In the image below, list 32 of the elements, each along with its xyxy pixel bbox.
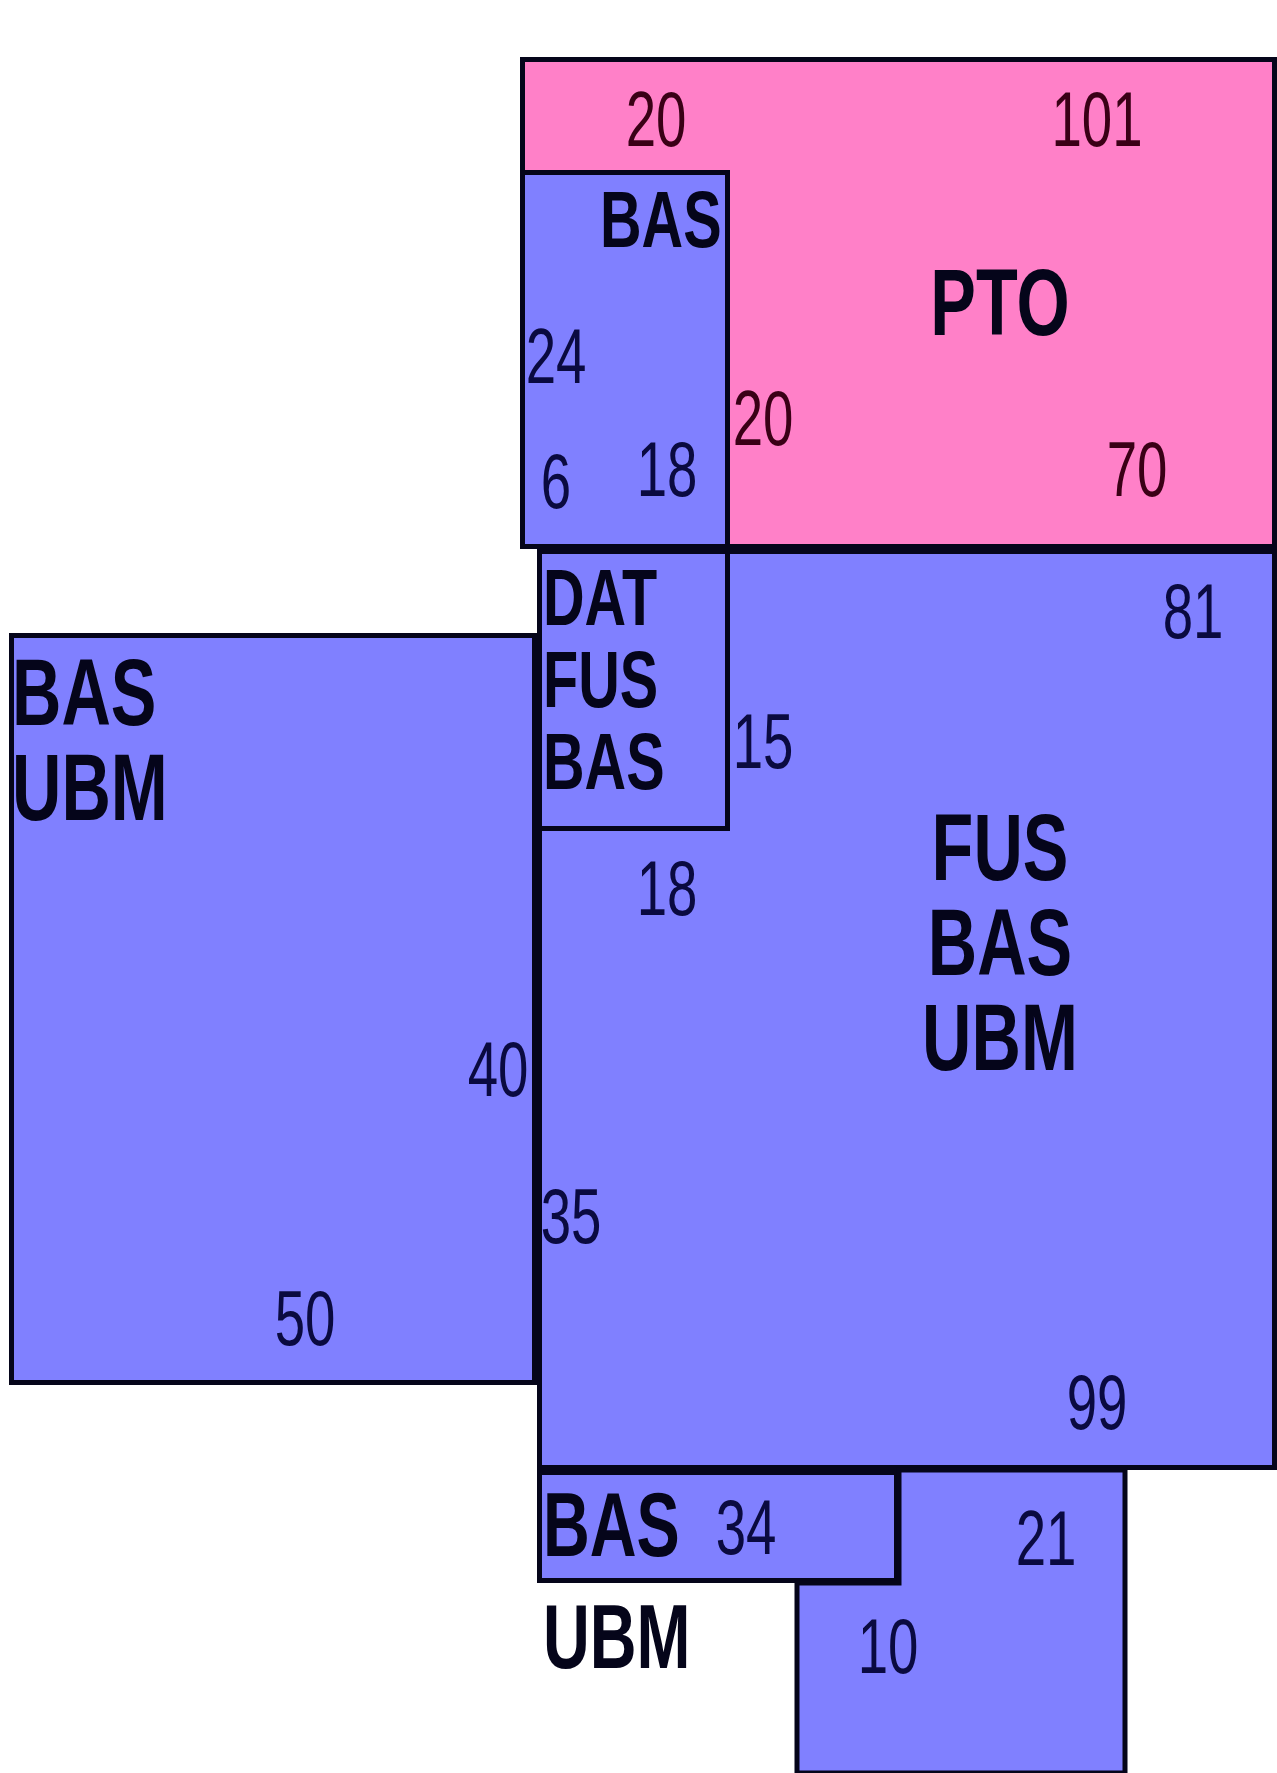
area-number: 50 bbox=[274, 1279, 336, 1357]
area-number: 34 bbox=[715, 1488, 777, 1566]
area-number: 20 bbox=[732, 379, 794, 457]
room-code: UBM bbox=[922, 990, 1078, 1085]
room-code: BAS bbox=[927, 895, 1073, 990]
room-code: BAS bbox=[543, 722, 665, 802]
area-number: 15 bbox=[732, 702, 794, 780]
area-number: 18 bbox=[636, 430, 698, 508]
room-code: PTO bbox=[930, 255, 1070, 350]
area-number: 81 bbox=[1162, 572, 1224, 650]
room-code: DAT bbox=[543, 558, 658, 638]
area-number: 10 bbox=[857, 1607, 919, 1685]
room-code: FUS bbox=[931, 800, 1069, 895]
area-number: 70 bbox=[1106, 430, 1168, 508]
room-area bbox=[537, 1470, 899, 1583]
area-number: 40 bbox=[467, 1030, 529, 1108]
area-number: 21 bbox=[1015, 1499, 1077, 1577]
area-number: 99 bbox=[1066, 1363, 1128, 1441]
room-code: UBM bbox=[12, 740, 168, 835]
room-area bbox=[520, 57, 1277, 549]
area-number: 18 bbox=[636, 849, 698, 927]
room-code: BAS bbox=[12, 645, 157, 740]
room-code: BAS bbox=[600, 180, 722, 260]
room-code: UBM bbox=[543, 1592, 691, 1682]
area-number: 101 bbox=[1051, 80, 1143, 158]
area-number: 24 bbox=[525, 317, 587, 395]
area-number: 20 bbox=[625, 80, 687, 158]
room-area bbox=[9, 633, 537, 1385]
room-code: FUS bbox=[543, 640, 659, 720]
area-number: 35 bbox=[540, 1177, 602, 1255]
area-number: 6 bbox=[540, 442, 572, 520]
room-code: BAS bbox=[543, 1480, 680, 1570]
